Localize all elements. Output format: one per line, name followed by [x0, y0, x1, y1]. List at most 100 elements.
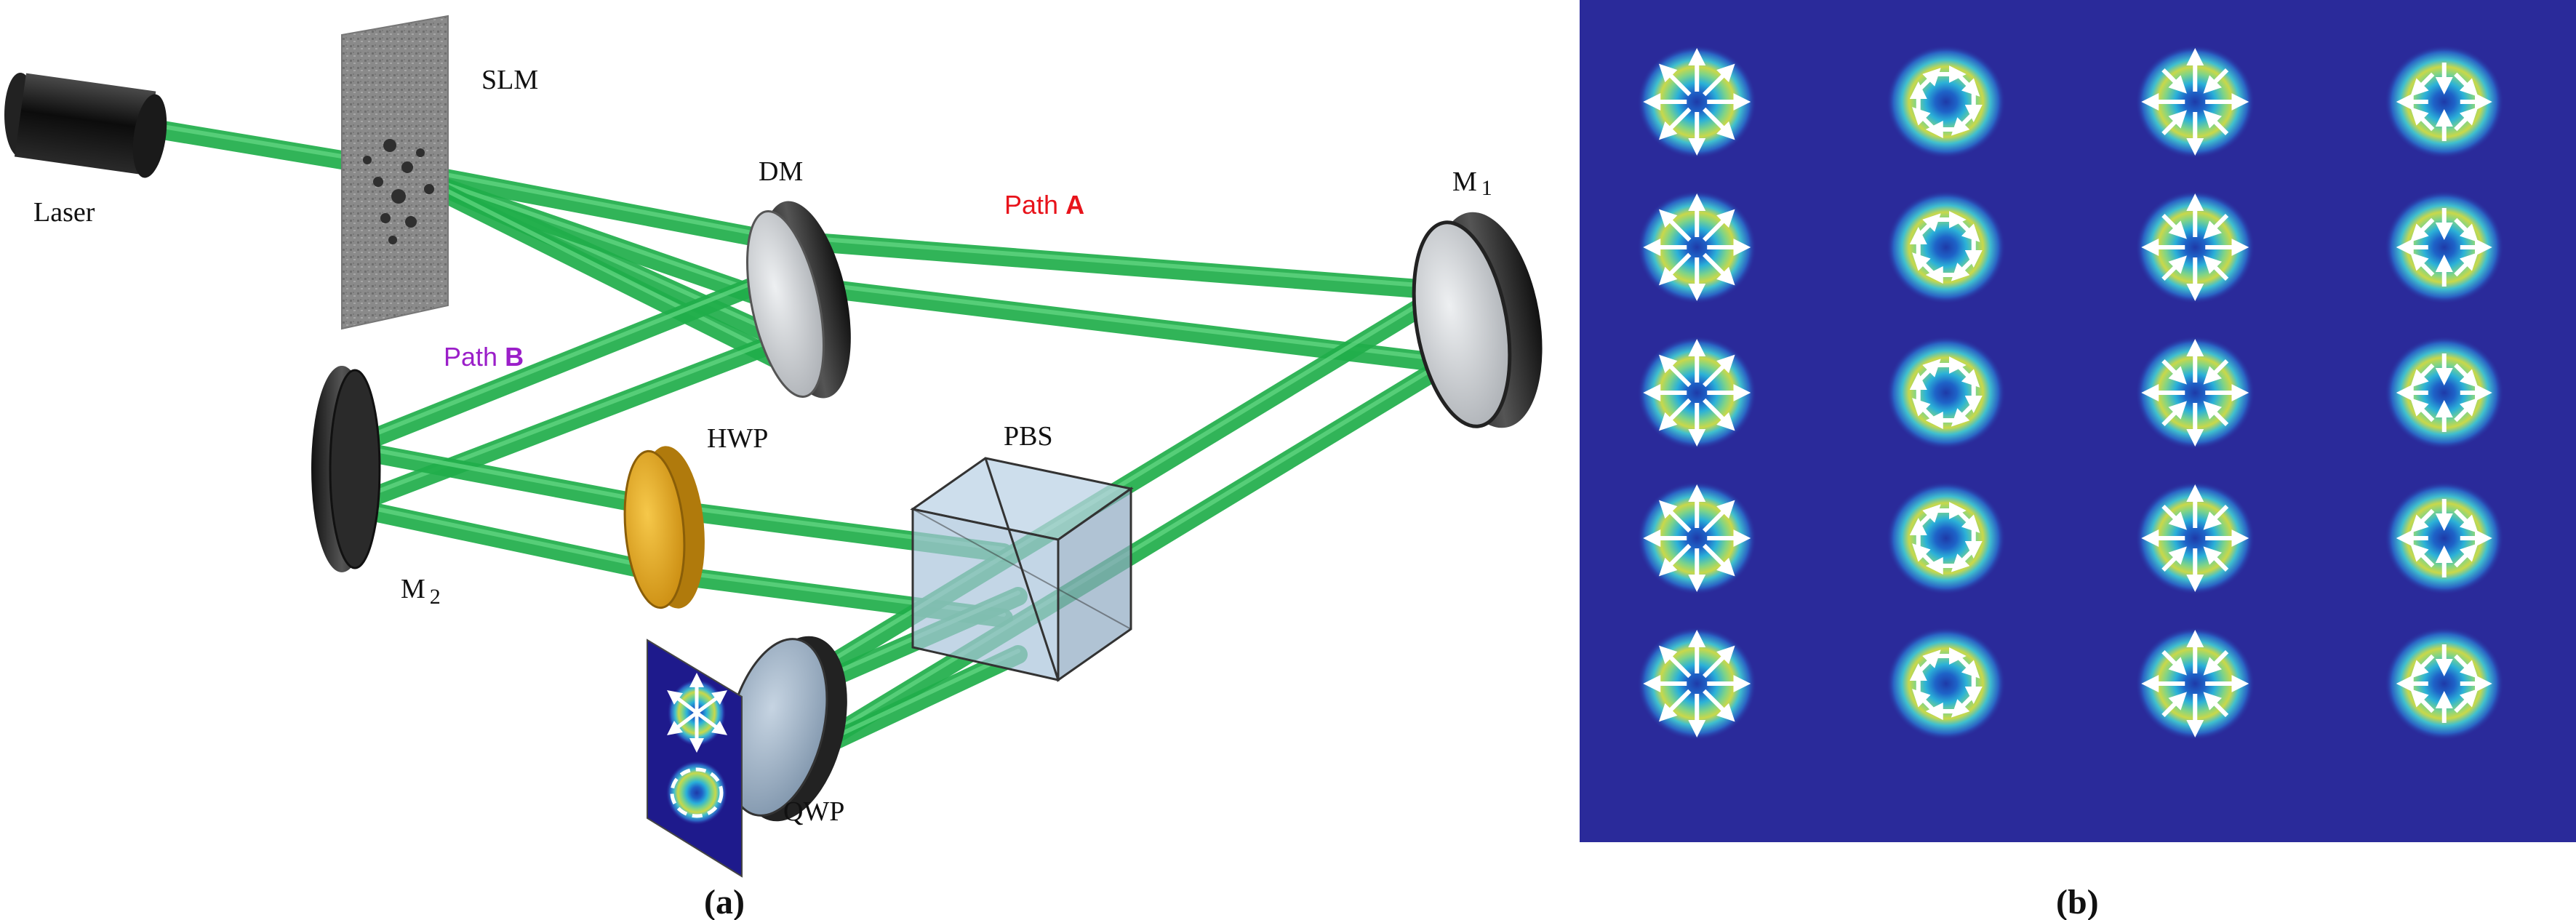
polarization-arrow — [2161, 546, 2187, 572]
beam-profile-azimuthal — [1886, 627, 2006, 740]
polarization-arrow — [1912, 543, 1937, 568]
half-wave-plate — [623, 446, 705, 609]
beam-highlight — [405, 165, 773, 239]
polarization-arrow — [1703, 689, 1735, 722]
polarization-arrow — [1703, 107, 1735, 140]
beam-highlight — [783, 234, 1449, 289]
caption-b: (b) — [2056, 883, 2099, 920]
intensity-spot — [2384, 627, 2504, 740]
beam-profile-azimuthal — [1886, 45, 2006, 159]
beam-profile-azimuthal — [1886, 481, 2006, 595]
polarization-arrow — [1658, 252, 1692, 286]
polarization-arrow — [2454, 217, 2479, 242]
polarization-arrow — [1956, 363, 1980, 388]
polarization-arrow — [1703, 645, 1735, 679]
polarization-arrow — [2454, 72, 2479, 97]
polarization-arrow — [1951, 402, 1976, 427]
beam-profile-grid — [1637, 45, 2504, 740]
beam-profile-azimuthal — [1886, 191, 2006, 304]
label-dm: DM — [759, 156, 803, 187]
polarization-arrow — [1703, 63, 1735, 97]
polarization-arrow — [2410, 398, 2435, 423]
beam-segment — [351, 500, 679, 584]
beam-segment — [776, 231, 1457, 300]
intensity-spot — [2384, 481, 2504, 595]
label-path-a: Path A — [1004, 190, 1084, 220]
beam-segment — [351, 267, 788, 453]
intensity-spot — [2384, 336, 2504, 449]
label-path-b: Path B — [444, 342, 524, 372]
polarization-arrow — [1658, 354, 1692, 388]
polarization-arrow — [2161, 359, 2187, 385]
polarization-arrow — [1951, 693, 1976, 718]
intensity-spot — [1886, 481, 2006, 595]
beam-profile-azimuthal — [1886, 336, 2006, 449]
polarization-arrow — [2161, 505, 2187, 530]
polarization-arrow — [1658, 689, 1692, 722]
polarization-arrow — [2203, 359, 2229, 385]
beam-profile-hybrid — [2135, 627, 2255, 740]
polarization-arrow — [2161, 68, 2187, 94]
beam-highlight — [358, 445, 671, 508]
beam-highlight — [405, 169, 788, 362]
label-qwp: QWP — [783, 796, 844, 827]
mirror-m2 — [311, 366, 381, 572]
caption-a: (a) — [704, 883, 745, 920]
polarization-arrow — [2410, 217, 2435, 242]
polarization-arrow — [2454, 654, 2479, 679]
polarization-arrow — [1916, 649, 1941, 674]
label-pbs: PBS — [1004, 421, 1053, 452]
beam-profile-anti-vortex — [2384, 45, 2504, 159]
dichroic-mirror — [746, 201, 851, 399]
slm-panel — [341, 15, 449, 330]
polarization-arrow — [1951, 257, 1976, 281]
beam-profile-radial — [1637, 481, 1757, 595]
polarization-arrow — [2203, 68, 2229, 94]
polarization-arrow — [2410, 543, 2435, 568]
polarization-arrow — [1658, 63, 1692, 97]
polarization-arrow — [1658, 107, 1692, 140]
polarization-arrow — [1703, 500, 1735, 533]
polarization-arrow — [1658, 209, 1692, 242]
polarization-arrow — [1916, 504, 1941, 529]
beam-profile-anti-vortex — [2384, 191, 2504, 304]
polarization-arrow — [1912, 252, 1937, 277]
label-slm: SLM — [481, 65, 538, 95]
polarization-arrow — [2454, 107, 2479, 132]
intensity-spot — [1886, 627, 2006, 740]
polarization-arrow — [2454, 363, 2479, 388]
polarization-arrow — [2454, 689, 2479, 713]
polarization-arrow — [1956, 508, 1980, 533]
beam-profile-anti-vortex — [2384, 627, 2504, 740]
polarization-arrow — [1956, 72, 1980, 97]
polarization-arrow — [2203, 546, 2229, 572]
camera-screen — [647, 639, 743, 878]
polarization-arrow — [1916, 213, 1941, 238]
beam-segment — [351, 332, 788, 511]
beam-segment — [398, 161, 780, 249]
beam-profile-hybrid — [2135, 481, 2255, 595]
polarization-arrow — [1956, 217, 1980, 242]
polarization-arrow — [1916, 68, 1941, 92]
beam-profile-radial — [1637, 45, 1757, 159]
polarization-arrow — [2410, 72, 2435, 97]
beam-highlight — [783, 278, 1449, 362]
polarization-arrow — [2454, 543, 2479, 568]
polarization-arrow — [1956, 654, 1980, 679]
polarization-arrow — [1703, 398, 1735, 431]
polarization-arrow — [1703, 354, 1735, 388]
beam-profile-hybrid — [2135, 336, 2255, 449]
polarization-arrow — [2161, 401, 2187, 426]
polarization-arrow — [2203, 650, 2229, 676]
intensity-spot — [1886, 45, 2006, 159]
beam-profile-anti-vortex — [2384, 481, 2504, 595]
polarization-arrow — [1703, 543, 1735, 577]
polarization-arrow — [2203, 255, 2229, 281]
polarization-arrow — [1703, 209, 1735, 242]
beam-highlight — [358, 271, 780, 442]
beam-profile-hybrid — [2135, 191, 2255, 304]
polarization-arrow — [2454, 508, 2479, 533]
